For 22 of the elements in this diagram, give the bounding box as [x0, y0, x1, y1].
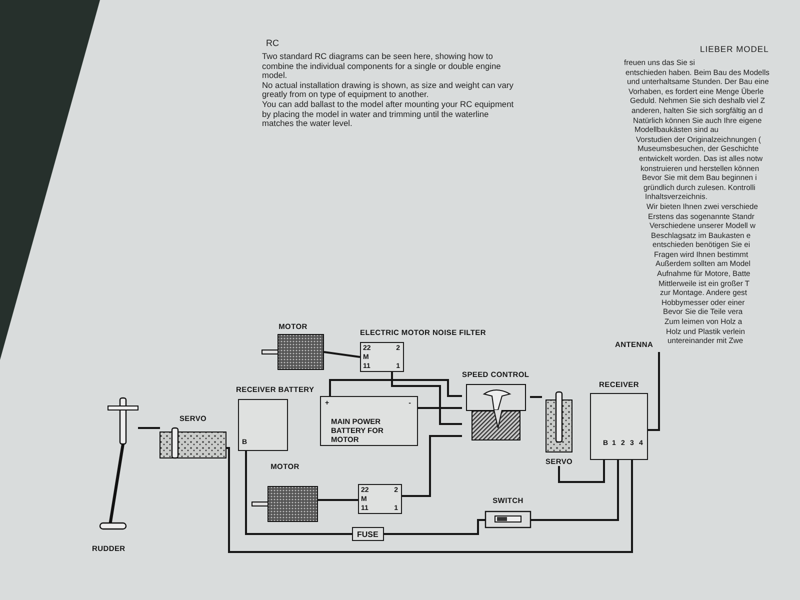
paragraph: You can add ballast to the model after mounting your RC equipment by placing the model in water and trimming until the waterline matches the water level. [262, 100, 514, 129]
wire [324, 351, 360, 358]
paragraph: Two standard RC diagrams can be seen here, showing how to combine the individual components for a single or double engine model. [262, 52, 502, 81]
wire [318, 499, 358, 501]
wire [530, 396, 542, 398]
wire [138, 427, 160, 429]
page-heading: LIEBER MODEL [700, 44, 769, 54]
section-heading: RC [266, 38, 279, 48]
wire [329, 379, 462, 397]
component-label: FUSE [357, 531, 378, 539]
wire [531, 460, 619, 521]
wire [418, 407, 462, 409]
wire [225, 447, 633, 553]
wire [391, 372, 462, 425]
wire [558, 460, 605, 483]
fuse-box [352, 527, 384, 541]
paragraph: No actual installation drawing is shown, as size and weight can vary greatly from on type of equipment to another. [262, 80, 514, 100]
wire [648, 352, 660, 431]
battery-box [320, 396, 418, 446]
wire [384, 519, 485, 535]
wire [245, 451, 352, 535]
wire [402, 435, 462, 497]
